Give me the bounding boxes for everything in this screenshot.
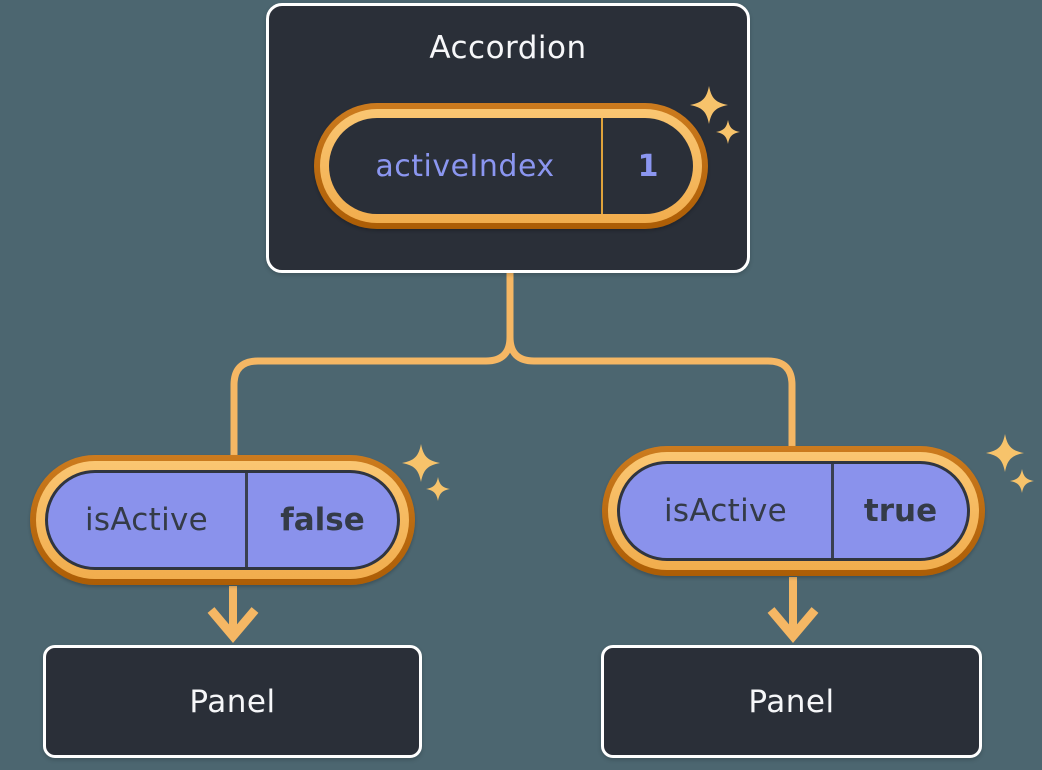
fork-line-left [230,272,514,456]
fork-line-right [506,272,796,447]
prop-pill-label: isActive [663,493,788,529]
panel-node-right: Panel [601,645,982,758]
state-pill-ring: activeIndex 1 [320,109,702,223]
state-pill-core: activeIndex 1 [329,118,693,214]
arrow-down-left [207,586,259,643]
prop-pill-label: isActive [84,502,209,538]
accordion-node: Accordion activeIndex 1 [266,3,750,273]
prop-pill-core: isActive false [45,470,400,570]
prop-pill-ring: isActive true [608,452,979,570]
panel-node-left: Panel [43,645,422,758]
state-pill-divider [601,118,603,214]
prop-pill-isactive-true: isActive true [602,446,985,576]
prop-pill-divider [831,464,834,558]
sparkle-icon [986,434,1034,493]
state-pill-value: 1 [637,148,659,184]
sparkle-icon [402,444,450,501]
prop-pill-isactive-false: isActive false [30,455,415,585]
accordion-title: Accordion [429,30,587,66]
prop-pill-divider [245,473,248,567]
prop-pill-core: isActive true [617,461,970,561]
panel-title: Panel [189,683,276,720]
prop-pill-ring: isActive false [36,461,409,579]
arrow-down-right [767,577,819,643]
prop-pill-value: true [863,493,938,529]
sparkle-icon [690,86,740,144]
prop-pill-value: false [280,502,365,538]
state-pill-label: activeIndex [375,148,555,184]
panel-title: Panel [748,683,835,720]
state-pill: activeIndex 1 [314,103,708,229]
